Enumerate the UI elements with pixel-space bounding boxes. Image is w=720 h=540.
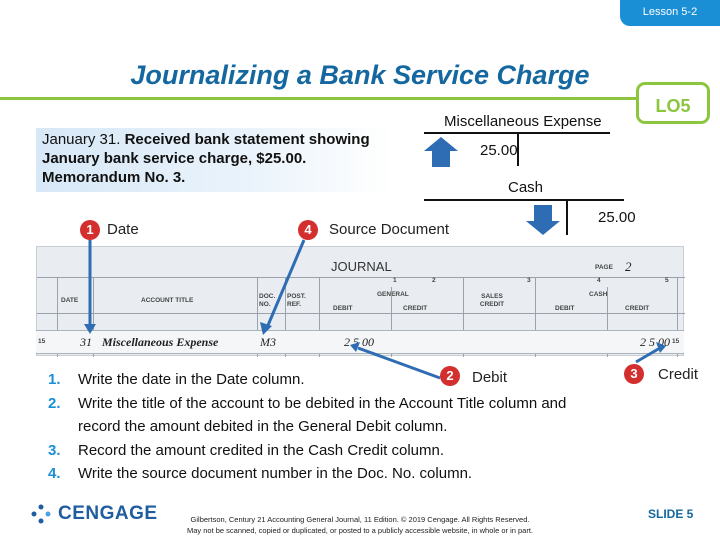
header-general: GENERAL (377, 291, 409, 298)
header-date: DATE (61, 297, 79, 304)
step-text: Write the date in the Date column. (78, 371, 305, 388)
copyright-notice: Gilbertson, Century 21 Accounting Genera… (120, 514, 600, 536)
callout-1-badge: 1 (80, 220, 100, 240)
callout-1-label: Date (107, 221, 139, 238)
col-divider (463, 277, 464, 357)
header-cash-credit: CREDIT (625, 305, 650, 312)
col-divider (677, 277, 678, 357)
pointer-credit (635, 346, 661, 364)
pointer-source-doc-head (260, 322, 272, 335)
t-account-cash-name: Cash (508, 179, 544, 196)
transaction-date: January 31. (42, 131, 121, 148)
col-divider (319, 277, 320, 357)
cengage-brand: CENGAGE (58, 503, 158, 524)
step-text: Write the title of the account to be deb… (78, 394, 567, 436)
callout-3-label: Credit (658, 366, 699, 383)
transaction-body: Received bank statement showing January … (42, 131, 370, 186)
t-account-cash-divider (566, 199, 568, 235)
col-divider (607, 287, 608, 357)
journal-page-label: PAGE (595, 264, 613, 271)
step-text: Record the amount credited in the Cash C… (78, 441, 445, 459)
t-account-cash-credit: 25.00 (598, 209, 636, 226)
col-number-3: 3 (527, 277, 531, 284)
title-divider (0, 97, 700, 100)
step-item: 4. Write the source document number in t… (48, 462, 608, 486)
row-doc-no: M3 (260, 335, 276, 349)
row-account-title: Miscellaneous Expense (102, 335, 219, 349)
row-line-number: 15 (38, 338, 46, 345)
slide-number: SLIDE 5 (648, 507, 694, 521)
step-number: 4. (48, 465, 61, 482)
col-number-4: 4 (597, 277, 601, 284)
journal-title: JOURNAL (331, 259, 392, 274)
t-account-cash-top (424, 199, 624, 201)
slide-title: Journalizing a Bank Service Charge (130, 60, 590, 90)
transaction-description: January 31. Received bank statement show… (36, 128, 392, 192)
col-divider (257, 277, 258, 357)
step-number: 3. (48, 441, 61, 459)
step-number: 2. (48, 394, 61, 412)
header-sales-credit: SALES CREDIT (479, 293, 505, 308)
pointer-debit-head (350, 342, 360, 352)
header-doc-no: DOC. NO. (259, 293, 276, 308)
journal-page-number: 2 (625, 259, 632, 274)
step-item: 1. Write the date in the Date column. (48, 368, 608, 392)
col-number-2: 2 (432, 277, 436, 284)
t-account-misc-expense-debit: 25.00 (480, 142, 518, 159)
debit-increase-arrow-icon (424, 137, 458, 167)
steps-list: 1. Write the date in the Date column. 2.… (48, 368, 608, 486)
step-number: 1. (48, 371, 61, 388)
copyright-line-1: Gilbertson, Century 21 Accounting Genera… (190, 515, 530, 524)
t-account-misc-expense-name: Miscellaneous Expense (444, 113, 602, 130)
header-account-title: ACCOUNT TITLE (141, 297, 194, 304)
col-divider (285, 277, 286, 357)
callout-2-label: Debit (472, 369, 508, 386)
col-divider (57, 277, 58, 357)
col-number-1: 1 (393, 277, 397, 284)
callout-4-label: Source Document (329, 221, 450, 238)
row-line-number-end: 15 (672, 338, 680, 345)
row-day: 31 (80, 335, 92, 349)
header-general-credit: CREDIT (403, 305, 428, 312)
copyright-line-2: May not be scanned, copied or duplicated… (186, 526, 534, 535)
pointer-source-doc (264, 239, 306, 331)
header-post-ref: POST. REF. (287, 293, 306, 308)
step-item: 3. Record the amount credited in the Cas… (48, 439, 608, 463)
col-divider (93, 277, 94, 357)
cengage-logo-icon (31, 504, 51, 524)
header-cash: CASH (589, 291, 608, 298)
step-text: Write the source document number in the … (78, 465, 473, 482)
header-cash-debit: DEBIT (555, 305, 575, 312)
header-general-debit: DEBIT (333, 305, 353, 312)
callout-4-badge: 4 (298, 220, 318, 240)
callout-3-badge: 3 (624, 364, 644, 384)
journal-rule (37, 277, 685, 278)
col-number-5: 5 (665, 277, 669, 284)
pointer-credit-head (656, 342, 666, 353)
journal-header-bottom (37, 313, 685, 314)
credit-decrease-arrow-icon (526, 205, 560, 235)
step-item: 2. Write the title of the account to be … (48, 392, 608, 439)
t-account-misc-expense-divider (517, 132, 519, 166)
col-divider (535, 277, 536, 357)
col-divider (391, 287, 392, 357)
lesson-tab: Lesson 5-2 (620, 0, 720, 26)
pointer-date-head (84, 324, 96, 334)
callout-2-badge: 2 (440, 366, 460, 386)
pointer-debit (357, 346, 441, 380)
learning-objective-badge: LO5 (636, 82, 710, 124)
